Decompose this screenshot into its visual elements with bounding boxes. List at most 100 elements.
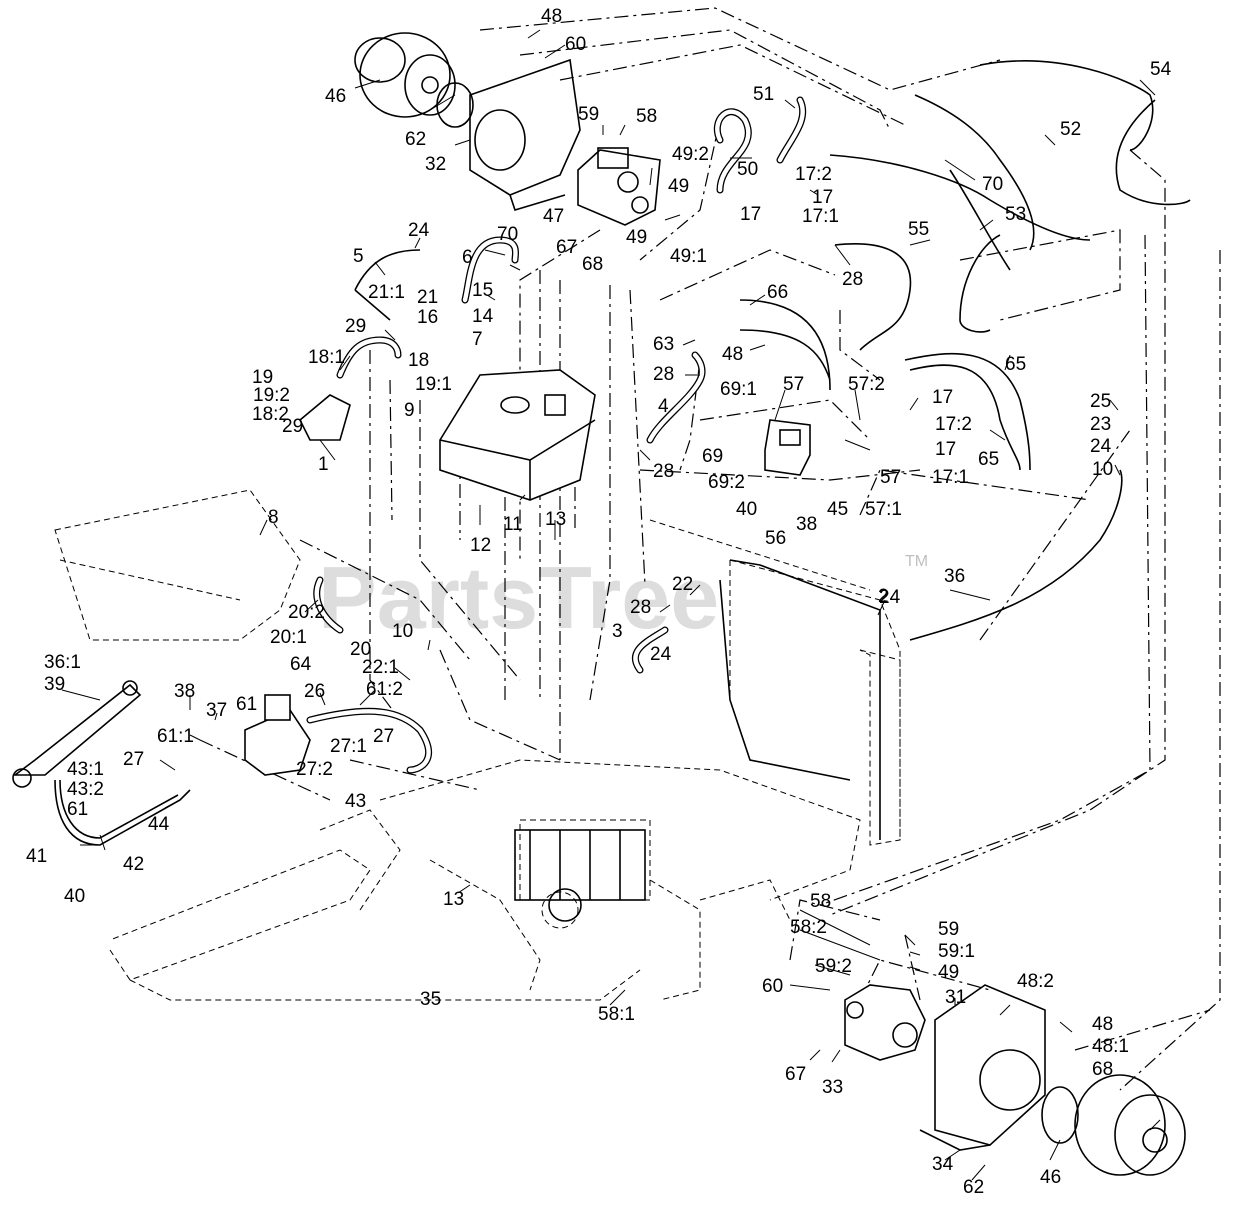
callout-label: 28 xyxy=(653,364,674,385)
callout-label: 40 xyxy=(64,886,85,907)
callout-label: 59 xyxy=(938,919,959,940)
callout-label: 19:1 xyxy=(415,374,452,395)
callout-label: 11 xyxy=(503,514,523,535)
callout-label: 35 xyxy=(420,989,441,1010)
callout-label: 40 xyxy=(736,499,757,520)
valve-block-left xyxy=(244,694,311,776)
motor-bracket-bottom xyxy=(919,984,1046,1151)
valve-block-center xyxy=(764,419,811,476)
callout-label: 19 xyxy=(252,367,273,388)
callout-label: 49 xyxy=(626,227,647,248)
callout-label: 59:2 xyxy=(815,956,852,977)
callout-label: 33 xyxy=(822,1077,843,1098)
callout-label: 55 xyxy=(908,219,929,240)
callout-label: 22:1 xyxy=(362,657,399,678)
watermark-trademark: TM xyxy=(905,553,928,570)
wheel-motor-bottom xyxy=(1041,1074,1186,1176)
callout-label: 9 xyxy=(404,400,415,421)
callout-label: 57:1 xyxy=(865,499,902,520)
callout-label: 18 xyxy=(408,350,429,371)
callout-label: 17:1 xyxy=(802,206,839,227)
callout-label: 46 xyxy=(325,86,346,107)
callout-label: 56 xyxy=(765,528,786,549)
callout-label: 5 xyxy=(353,246,364,267)
callout-label: 42 xyxy=(123,854,144,875)
callout-label: 24 xyxy=(650,644,672,665)
callout-label: 65 xyxy=(1005,354,1026,375)
wheel-motor-top xyxy=(354,32,474,128)
callout-label: 10 xyxy=(392,621,413,642)
callout-label: 70 xyxy=(982,174,1003,195)
callout-label: 22 xyxy=(672,574,693,595)
callout-label: 14 xyxy=(472,306,494,327)
callout-label: 17 xyxy=(935,439,956,460)
callout-label: 61:1 xyxy=(157,726,194,747)
hydraulic-pump-block xyxy=(514,829,646,922)
callout-label: 21 xyxy=(417,287,438,308)
callout-label: 59:1 xyxy=(938,941,975,962)
callout-label: 36:1 xyxy=(44,652,81,673)
callout-label: 19:2 xyxy=(253,385,290,406)
hoses-top-right xyxy=(713,60,1191,333)
motor-bracket-top xyxy=(469,58,581,211)
callout-label: 17:1 xyxy=(932,467,969,488)
lift-cylinder xyxy=(12,680,142,788)
callout-label: 60 xyxy=(565,34,586,55)
callout-label: 32 xyxy=(425,154,446,175)
callout-label: 18:1 xyxy=(308,347,345,368)
callout-label: 18:2 xyxy=(252,404,289,425)
hydraulic-tank xyxy=(439,369,596,501)
callout-label: 62 xyxy=(963,1177,984,1198)
callout-label: 3 xyxy=(612,621,623,642)
callout-label: 54 xyxy=(1150,59,1172,80)
callout-label: 31 xyxy=(945,987,966,1008)
callout-label: 24 xyxy=(1090,436,1112,457)
callout-label: 27 xyxy=(123,749,144,770)
hoses-middle xyxy=(631,243,1123,674)
callout-label: 38 xyxy=(174,681,195,702)
callout-label: 27:1 xyxy=(330,736,367,757)
callout-label: 2 xyxy=(878,586,889,607)
callout-label: 48 xyxy=(541,6,562,27)
callout-label: 17 xyxy=(740,204,761,225)
callout-label: 43:1 xyxy=(67,759,104,780)
callout-label: 57 xyxy=(880,467,901,488)
callout-label: 27:2 xyxy=(296,759,333,780)
callout-label: 51 xyxy=(753,84,774,105)
callout-label: 13 xyxy=(545,509,566,530)
watermark-text: PartsTree xyxy=(318,548,719,647)
callout-label: 49 xyxy=(668,176,689,197)
callout-label: 20 xyxy=(350,639,371,660)
callout-label: 23 xyxy=(1090,414,1111,435)
callout-label: 57 xyxy=(783,374,804,395)
callout-label: 57:2 xyxy=(848,374,885,395)
routing-lines xyxy=(199,7,1221,1091)
callout-label: 64 xyxy=(290,654,312,675)
callout-label: 58 xyxy=(810,891,831,912)
callout-label: 58 xyxy=(636,106,657,127)
callout-label: 21:1 xyxy=(368,282,405,303)
callout-label: 58:1 xyxy=(598,1004,635,1025)
callout-label: 13 xyxy=(443,889,464,910)
callout-label: 41 xyxy=(26,846,47,867)
radiator-assembly xyxy=(719,559,881,840)
callout-label: 12 xyxy=(470,535,491,556)
callout-label: 15 xyxy=(472,280,493,301)
callout-labels: 48 60 46 62 32 59 58 49:2 49 47 67 68 49… xyxy=(26,6,1172,1198)
callout-label: 61:2 xyxy=(366,679,403,700)
callout-label: 68 xyxy=(1092,1059,1113,1080)
callout-label: 53 xyxy=(1005,204,1026,225)
callout-label: 50 xyxy=(737,159,758,180)
callout-label: 26 xyxy=(304,681,325,702)
callout-label: 44 xyxy=(148,814,170,835)
callout-label: 20:1 xyxy=(270,627,307,648)
callout-label: 6 xyxy=(462,247,473,268)
callout-label: 24 xyxy=(408,220,430,241)
callout-label: 48 xyxy=(722,344,743,365)
hoses-26 xyxy=(306,707,433,774)
callout-label: 46 xyxy=(1040,1167,1061,1188)
callout-label: 67 xyxy=(785,1064,806,1085)
callout-label: 66 xyxy=(767,282,788,303)
callout-label: 1 xyxy=(318,454,329,475)
hydraulic-pump-top xyxy=(577,147,661,226)
